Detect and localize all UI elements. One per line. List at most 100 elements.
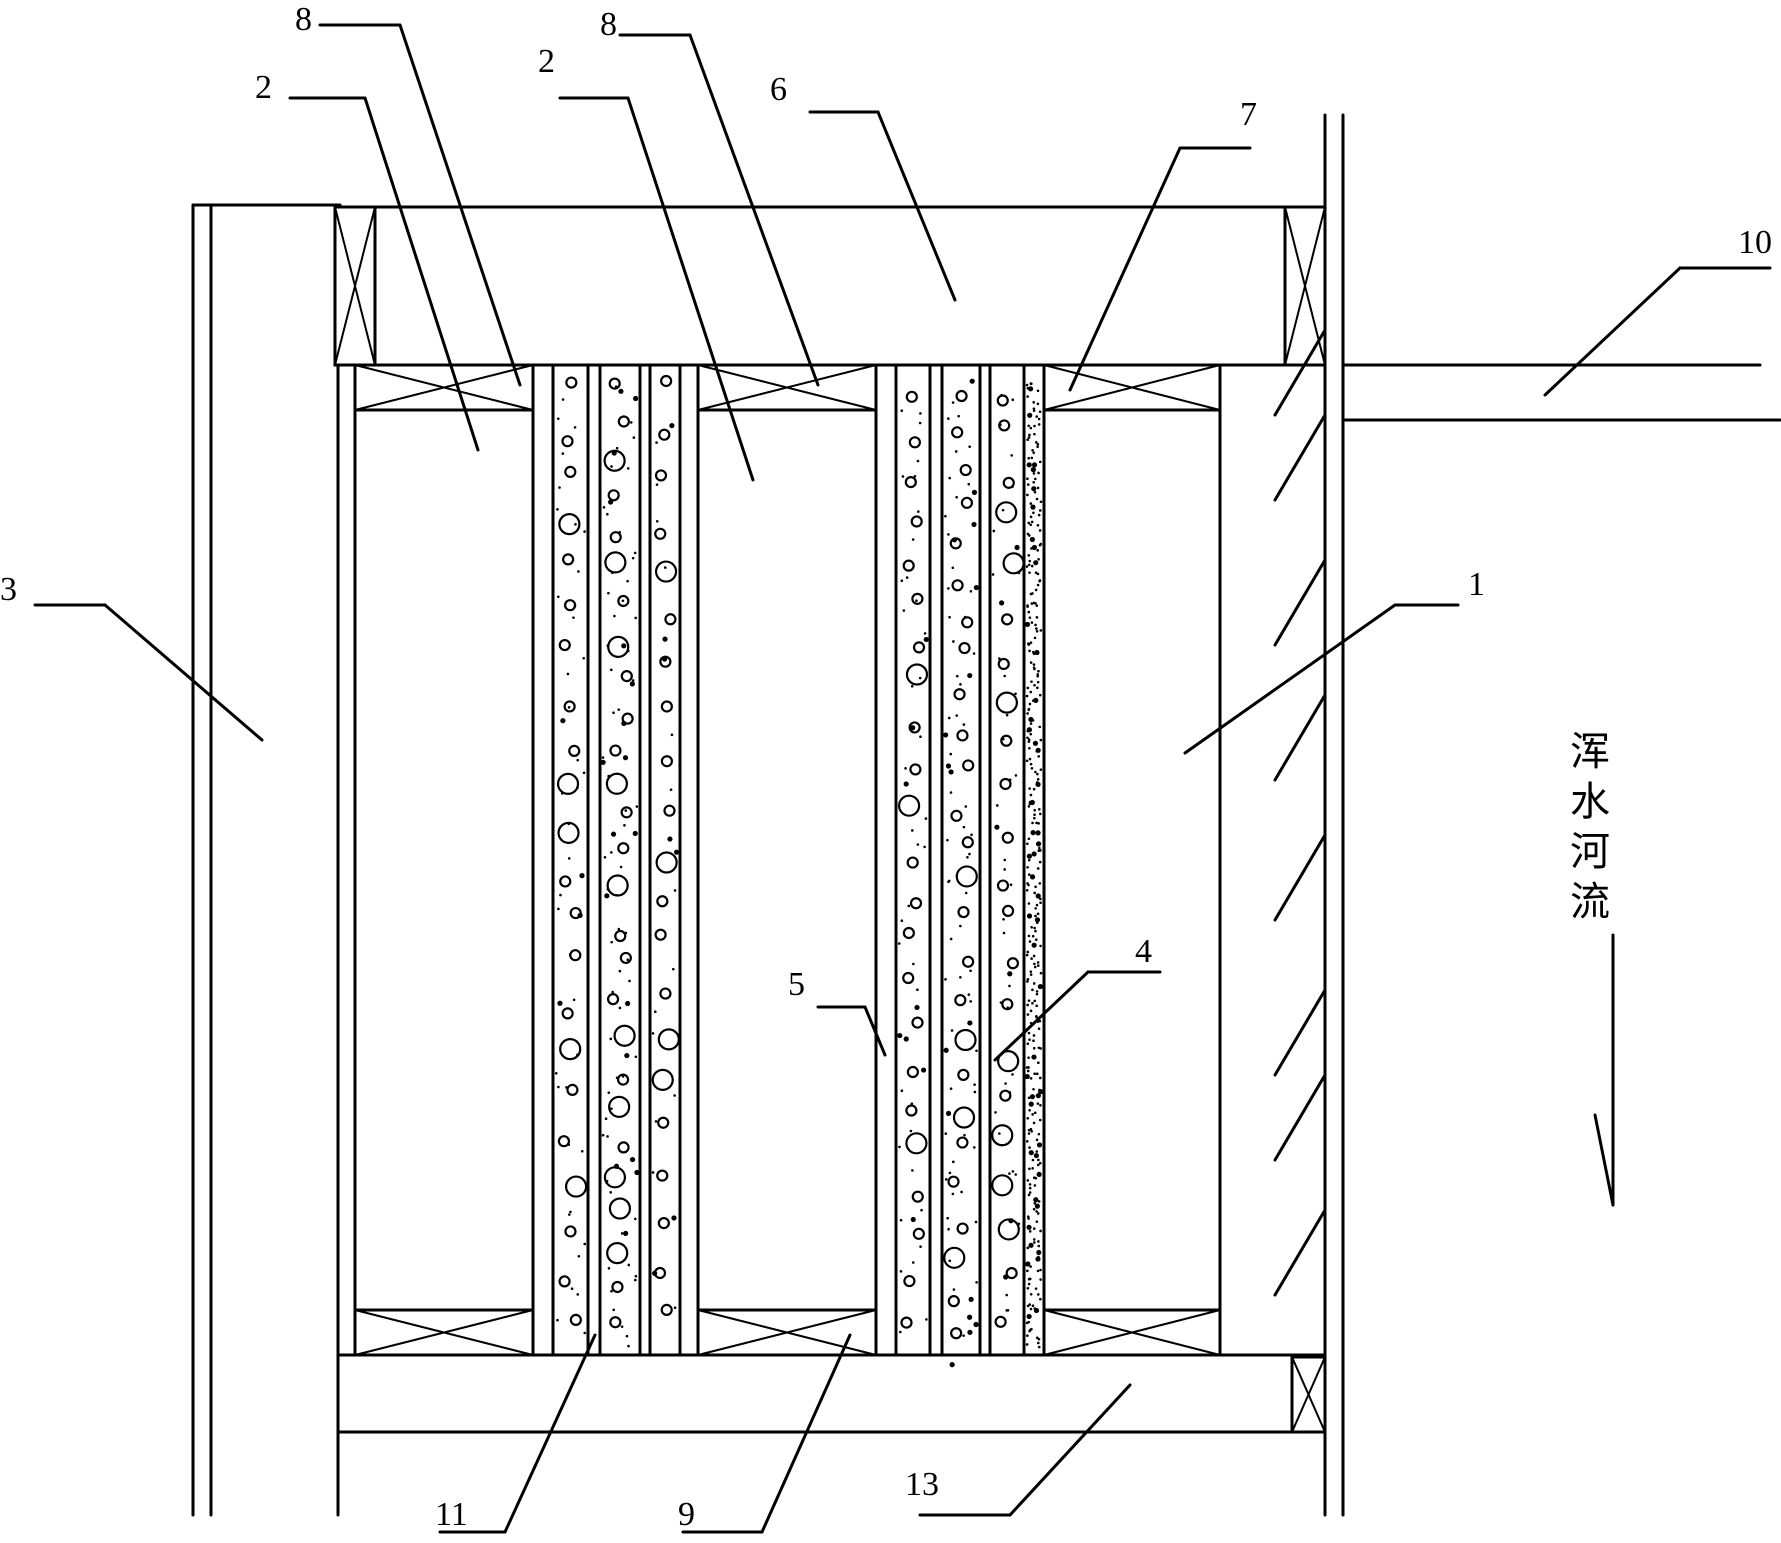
media-pebble xyxy=(991,1174,1014,1197)
media-grain xyxy=(612,1308,615,1312)
media-grain xyxy=(1033,1201,1037,1205)
media-grain xyxy=(1029,1265,1032,1268)
media-pebble xyxy=(957,905,970,919)
media-grain xyxy=(944,1132,948,1135)
media-grain xyxy=(618,530,622,534)
media-grain xyxy=(1034,885,1037,889)
media-grain xyxy=(1036,680,1040,684)
leader-lines xyxy=(33,23,1772,1534)
media-grain xyxy=(1028,1101,1034,1107)
media-pebble xyxy=(656,895,669,908)
media-pebble xyxy=(910,515,923,528)
media-grain xyxy=(1039,1278,1042,1281)
media-grain xyxy=(561,398,565,401)
media-grain xyxy=(1028,800,1032,804)
media-grain xyxy=(969,590,973,593)
media-grain xyxy=(579,873,585,879)
media-grain xyxy=(945,763,952,769)
media-grain xyxy=(1027,858,1031,862)
media-pebble xyxy=(943,1246,966,1269)
media-grain xyxy=(1032,1121,1036,1125)
media-grain xyxy=(1036,961,1040,964)
media-grain xyxy=(966,855,969,859)
media-grain xyxy=(1026,978,1030,981)
media-grain xyxy=(971,489,978,495)
media-pebble xyxy=(1001,998,1014,1011)
media-grain xyxy=(620,1232,624,1235)
media-grain xyxy=(1032,1046,1036,1050)
media-pebble xyxy=(997,1218,1020,1241)
media-grain xyxy=(959,924,962,928)
media-grain xyxy=(1032,472,1036,475)
media-grain xyxy=(967,993,971,996)
media-grain xyxy=(1028,787,1031,790)
media-grain xyxy=(1033,965,1037,969)
media-pebble xyxy=(909,897,923,910)
media-grain xyxy=(1034,929,1037,933)
media-pebble xyxy=(606,874,629,897)
media-grain xyxy=(900,409,904,413)
media-grain xyxy=(576,758,579,762)
media-grain xyxy=(1025,383,1029,387)
media-pebble xyxy=(565,376,578,389)
media-grain xyxy=(911,538,915,541)
media-grain xyxy=(627,1344,630,1348)
media-grain xyxy=(1039,897,1042,901)
media-grain xyxy=(947,716,951,720)
media-grain xyxy=(1039,901,1042,905)
media-grain xyxy=(1032,409,1036,412)
media-grain xyxy=(582,771,586,775)
river-char-1: 浑 xyxy=(1570,729,1610,775)
top-channel xyxy=(333,205,1327,367)
media-grain xyxy=(567,706,571,709)
media-grain xyxy=(1033,490,1037,494)
media-grain xyxy=(1027,805,1031,808)
media-grain xyxy=(1027,738,1031,741)
media-grain xyxy=(1026,980,1029,983)
media-grain xyxy=(1029,502,1033,505)
filter-media-left xyxy=(554,374,680,1348)
media-grain xyxy=(632,830,638,837)
media-grain xyxy=(1028,649,1031,653)
media-grain xyxy=(1029,426,1033,430)
media-pebble xyxy=(902,926,915,940)
media-grain xyxy=(671,1215,677,1221)
media-grain xyxy=(1027,999,1031,1002)
media-grain xyxy=(626,958,630,962)
media-grain xyxy=(1026,493,1029,497)
media-grain xyxy=(1031,1001,1034,1005)
media-grain xyxy=(1028,616,1032,619)
media-grain xyxy=(1034,588,1038,592)
media-grain xyxy=(1028,1186,1032,1190)
media-grain xyxy=(1033,636,1037,640)
media-grain xyxy=(1029,1077,1033,1080)
media-pebble xyxy=(563,700,576,713)
media-grain xyxy=(1031,1054,1037,1060)
river-direction: 浑 水 河 流 xyxy=(1570,729,1615,1207)
media-grain xyxy=(1027,902,1031,905)
media-pebble xyxy=(996,879,1010,892)
media-grain xyxy=(610,1107,613,1110)
media-grain xyxy=(1011,485,1014,488)
media-grain xyxy=(1037,1046,1041,1050)
media-pebble xyxy=(1002,552,1025,575)
media-grain xyxy=(574,523,577,526)
media-grain xyxy=(1038,1089,1044,1095)
media-grain xyxy=(899,1270,903,1273)
media-grain xyxy=(920,1208,923,1212)
media-grain xyxy=(554,1071,558,1075)
media-grain xyxy=(1031,851,1037,857)
media-pebble xyxy=(906,856,919,869)
river-char-2: 水 xyxy=(1570,779,1610,825)
media-grain xyxy=(1036,1163,1040,1167)
media-pebble xyxy=(1000,734,1013,747)
media-grain xyxy=(967,672,973,679)
media-grain xyxy=(601,756,605,759)
media-grain xyxy=(1034,602,1037,605)
media-grain xyxy=(919,1245,922,1248)
media-grain xyxy=(1026,736,1029,740)
media-grain xyxy=(1036,389,1040,393)
media-grain xyxy=(1028,757,1032,761)
media-grain xyxy=(952,1160,955,1164)
media-grain xyxy=(654,1120,658,1123)
